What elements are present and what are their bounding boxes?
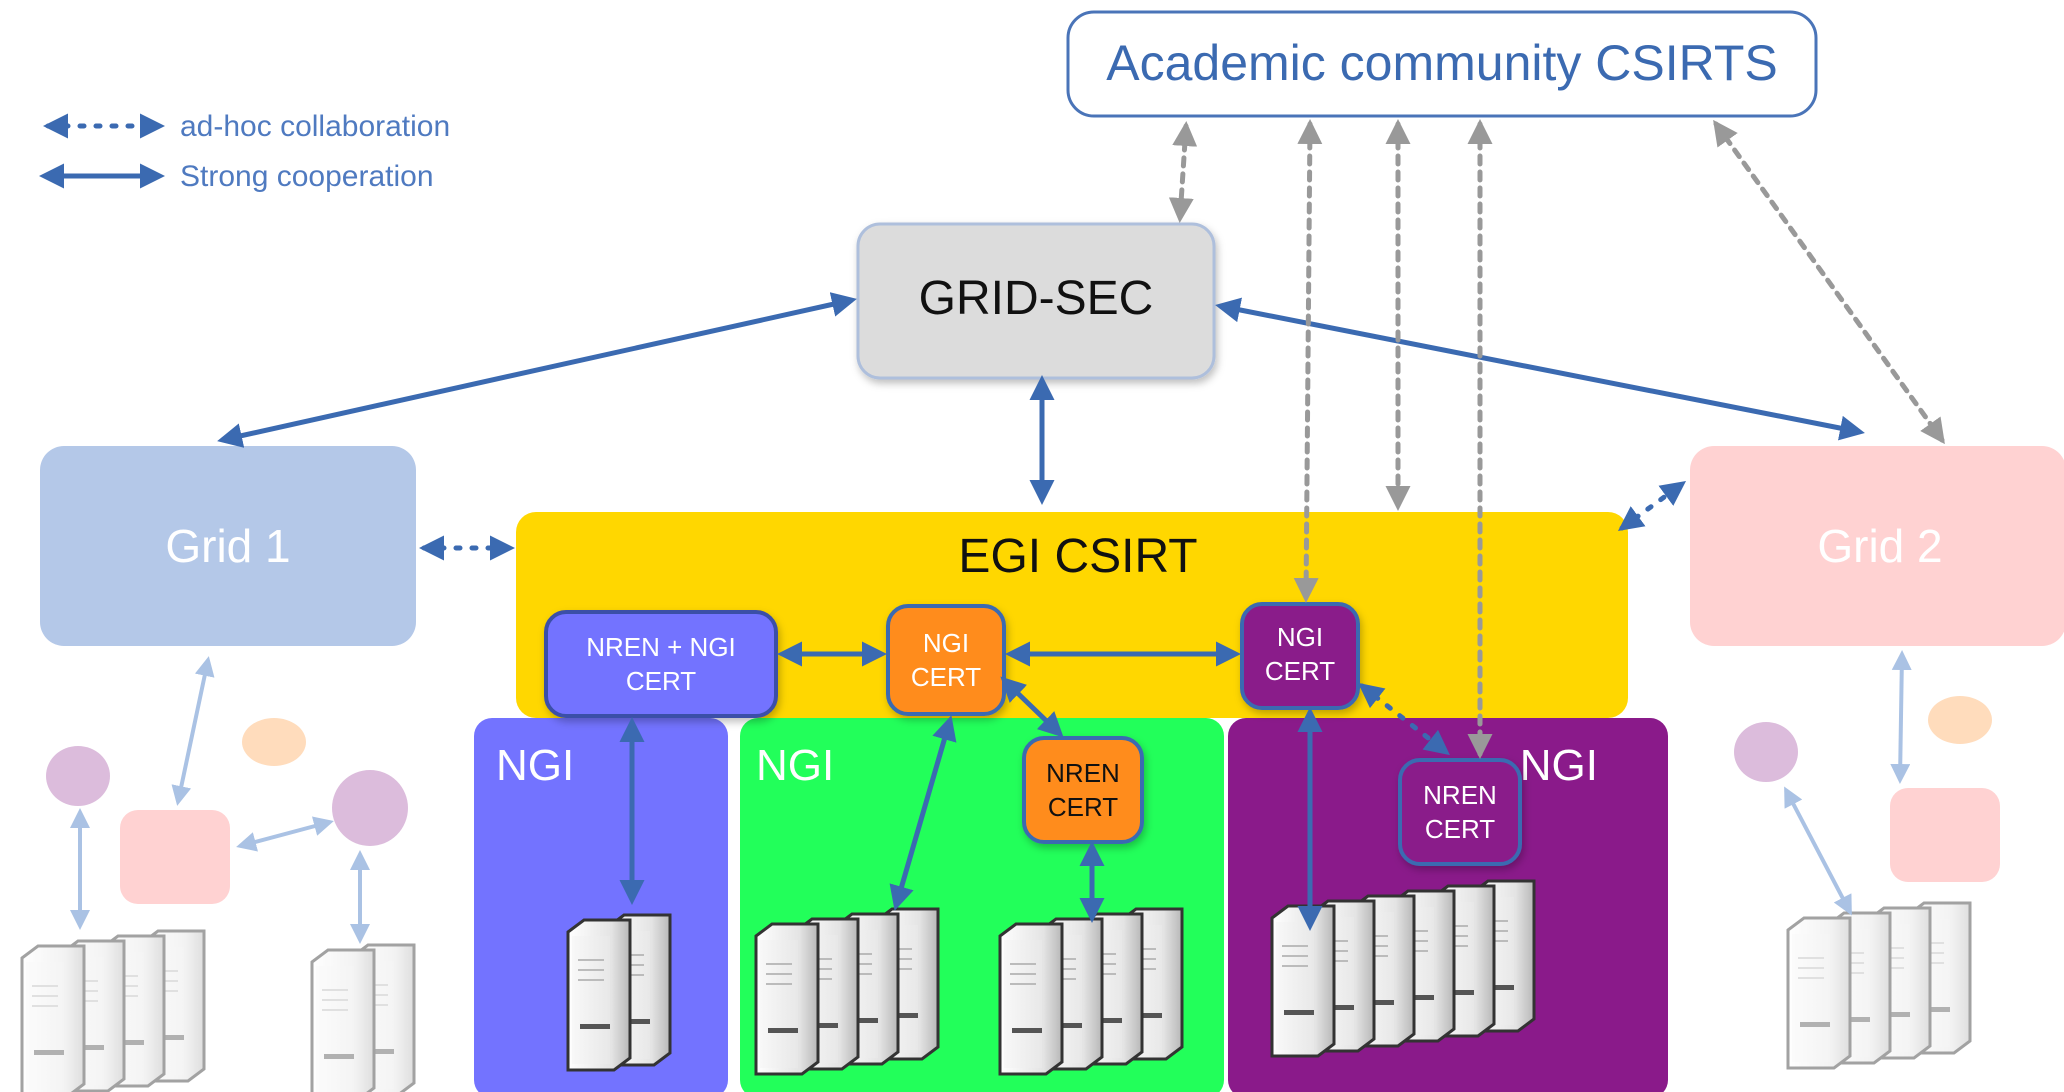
right-pink-box	[1890, 788, 2000, 882]
arrow-ngipurple-nrenpurple	[1358, 682, 1450, 756]
arrow-gridsec-grid1	[217, 292, 857, 448]
left-orange-blob	[242, 718, 306, 766]
left-pink-box	[120, 810, 230, 904]
academic-csirts-node: Academic community CSIRTS	[1066, 10, 1818, 118]
ngi-blue-label: NGI	[496, 741, 574, 790]
ngi-cert-orange-node: NGI CERT	[886, 604, 1006, 716]
nren-cert-orange-line2: CERT	[1048, 792, 1118, 822]
grid1-label: Grid 1	[165, 520, 290, 572]
server-icon	[310, 948, 376, 1092]
legend-adhoc-label: ad-hoc collaboration	[180, 110, 450, 143]
left-purple-blob-2	[332, 770, 408, 846]
adhoc-arrows	[419, 119, 1945, 759]
grid1-node: Grid 1	[40, 446, 416, 646]
servers-left-grid1-a	[20, 929, 206, 1092]
nren-cert-purple-line1: NREN	[1423, 780, 1497, 810]
arrow-academic-grid2	[1713, 119, 1945, 445]
server-icon	[20, 944, 86, 1092]
arrow-academic-ngipurple	[1293, 119, 1323, 603]
academic-csirts-label: Academic community CSIRTS	[1106, 35, 1777, 91]
ngi-cert-purple-line2: CERT	[1265, 656, 1335, 686]
arrow-ngiorange-servers	[889, 715, 957, 911]
ngi-green-label: NGI	[756, 741, 834, 790]
server-icon	[1786, 916, 1852, 1070]
servers-ngi-green-b	[998, 907, 1184, 1076]
nren-cert-purple-line2: CERT	[1425, 814, 1495, 844]
arrow-gridsec-grid2	[1215, 297, 1865, 441]
nren-cert-purple-node: NREN CERT	[1398, 758, 1522, 866]
right-purple-blob	[1734, 722, 1798, 782]
servers-ngi-purple	[1270, 879, 1536, 1058]
right-orange-blob	[1928, 696, 1992, 744]
arrow-grid2-pinkbox	[1890, 650, 1912, 784]
left-faded-cluster	[46, 718, 408, 904]
servers-ngi-green-a	[754, 907, 940, 1076]
arrow-egi-grid2	[1617, 481, 1687, 531]
legend: ad-hoc collaboration Strong cooperation	[39, 110, 450, 193]
server-icon	[566, 918, 632, 1072]
arrow-rightblob-servers	[1784, 786, 1852, 916]
server-icon	[754, 922, 820, 1076]
nren-cert-orange-node: NREN CERT	[1022, 736, 1144, 844]
legend-strong-label: Strong cooperation	[180, 160, 434, 193]
servers-left-grid1-b	[310, 943, 416, 1092]
nren-cert-orange-line1: NREN	[1046, 758, 1120, 788]
server-icon	[1270, 904, 1336, 1058]
server-clusters	[20, 879, 1972, 1092]
servers-right-grid2	[1786, 901, 1972, 1070]
right-faded-cluster	[1734, 696, 2000, 882]
servers-ngi-blue	[566, 913, 672, 1072]
arrow-academic-gridsec	[1168, 121, 1198, 223]
arrow-ngiorange-nrenorange	[1000, 676, 1064, 738]
ngi-cert-orange-line2: CERT	[911, 662, 981, 692]
faded-side-arrows	[70, 650, 1912, 944]
ngi-purple-label: NGI	[1520, 741, 1598, 790]
grid-sec-node: GRID-SEC	[856, 222, 1216, 380]
nren-ngi-cert-line2: CERT	[626, 666, 696, 696]
egi-csirt-label: EGI CSIRT	[958, 530, 1197, 583]
nren-ngi-cert-node: NREN + NGI CERT	[544, 610, 778, 718]
arrow-grid1-pinkbox	[171, 656, 215, 806]
left-purple-blob-1	[46, 746, 110, 806]
ngi-cert-purple-node: NGI CERT	[1240, 602, 1360, 710]
arrow-pinkbox-purpleblob	[236, 816, 334, 852]
grid-sec-label: GRID-SEC	[919, 272, 1154, 325]
grid2-label: Grid 2	[1817, 520, 1942, 572]
server-icon	[998, 922, 1064, 1076]
nren-ngi-cert-line1: NREN + NGI	[586, 632, 736, 662]
ngi-cert-orange-line1: NGI	[923, 628, 969, 658]
grid2-node: Grid 2	[1690, 446, 2064, 646]
ngi-cert-purple-line1: NGI	[1277, 622, 1323, 652]
